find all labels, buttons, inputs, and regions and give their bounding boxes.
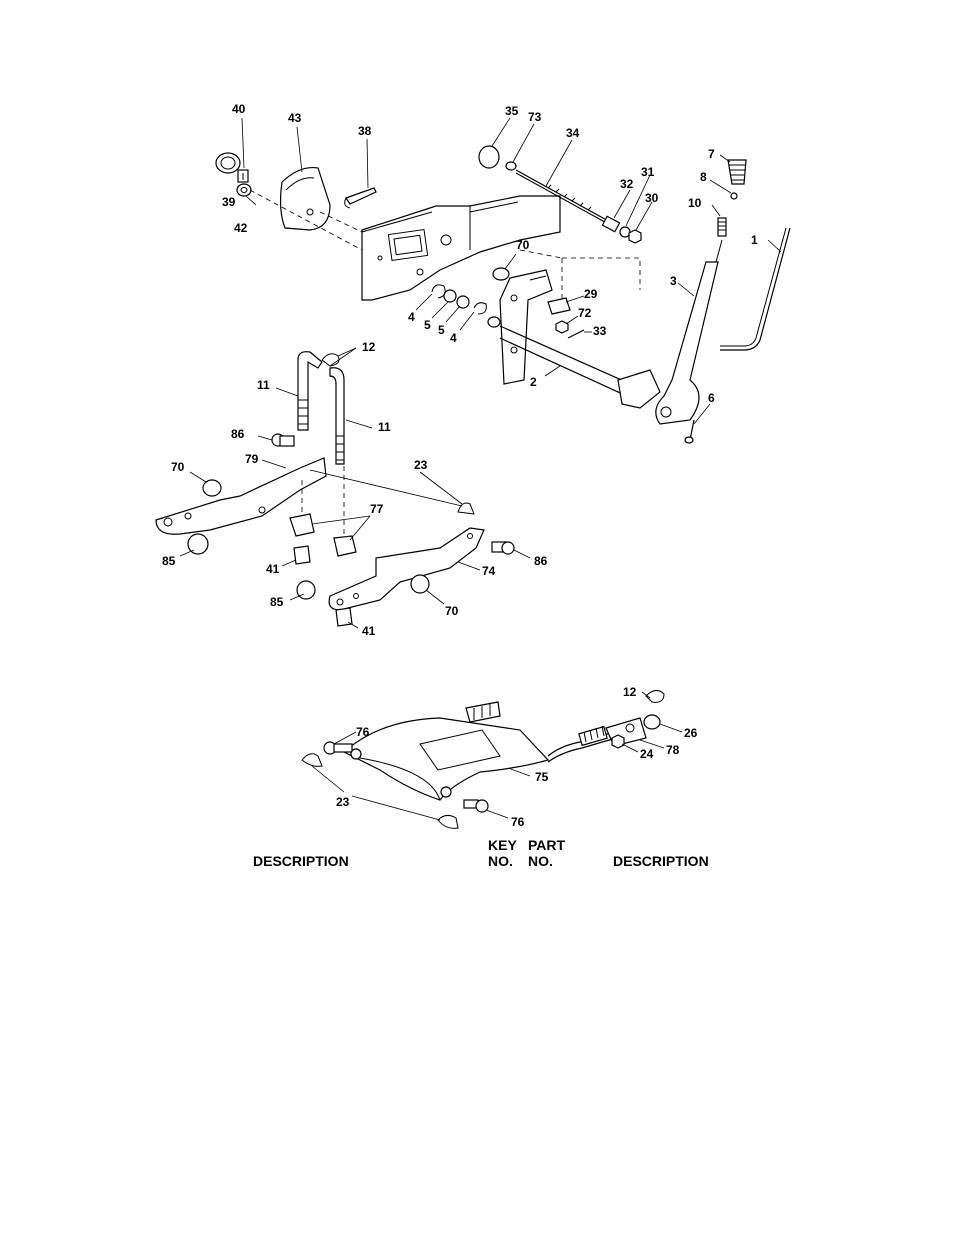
callout-2: 2 — [530, 375, 537, 389]
callout-77: 77 — [370, 502, 384, 516]
callout-41-left: 41 — [266, 562, 280, 576]
part-70-bushing-left — [203, 480, 221, 496]
callout-70-right: 70 — [445, 604, 459, 618]
part-77-swivel-b — [334, 536, 356, 556]
part-76-bolt-right — [464, 800, 488, 812]
callout-76-right: 76 — [511, 815, 525, 829]
callout-39: 39 — [222, 195, 236, 209]
callout-5-a: 5 — [424, 318, 431, 332]
part-72-nut — [556, 321, 568, 333]
part-24-nut — [612, 735, 624, 748]
part-38-pin — [346, 188, 376, 204]
part-70-bushing-upper — [493, 268, 509, 280]
part-85-knob-right — [297, 581, 315, 599]
callout-10: 10 — [688, 196, 702, 210]
header-left-description: DESCRIPTION — [253, 853, 349, 870]
callout-12-upper: 12 — [362, 340, 376, 354]
callout-23-upper: 23 — [414, 458, 428, 472]
callout-33: 33 — [593, 324, 607, 338]
callout-73: 73 — [528, 110, 542, 124]
callout-5-b: 5 — [438, 323, 445, 337]
callout-86-left: 86 — [231, 427, 245, 441]
callout-42: 42 — [234, 221, 248, 235]
part-86-bolt-right — [492, 542, 514, 554]
callout-4-b: 4 — [450, 331, 457, 345]
part-6-screw — [685, 420, 694, 443]
callout-31: 31 — [641, 165, 655, 179]
part-5-washer-b — [457, 296, 469, 308]
part-33-screw — [568, 330, 584, 338]
part-11-jbolt-a — [298, 352, 322, 430]
part-86-bolt-left — [272, 434, 294, 446]
part-23-clip-lower-a — [302, 754, 322, 767]
header-part: PART — [528, 837, 565, 854]
callout-76-left: 76 — [356, 725, 370, 739]
callout-29: 29 — [584, 287, 598, 301]
part-10-spring — [718, 218, 726, 236]
callout-40: 40 — [232, 102, 246, 116]
callout-85-left: 85 — [162, 554, 176, 568]
part-30-nut — [629, 230, 641, 243]
callout-3: 3 — [670, 274, 677, 288]
part-41-nut-left — [294, 546, 310, 564]
callout-70-left: 70 — [171, 460, 185, 474]
header-part-no: NO. — [528, 853, 553, 870]
callout-26: 26 — [684, 726, 698, 740]
callout-78: 78 — [666, 743, 680, 757]
callout-1: 1 — [751, 233, 758, 247]
part-23-clip-upper — [458, 503, 474, 514]
callout-34: 34 — [566, 126, 580, 140]
part-12-clip-lower — [646, 690, 664, 702]
part-23-clip-lower-b — [438, 815, 458, 828]
callout-41-right: 41 — [362, 624, 376, 638]
part-29-pivot — [548, 298, 570, 314]
part-4-clip-b — [474, 303, 486, 314]
callout-11-a: 11 — [257, 378, 270, 392]
callout-72: 72 — [578, 306, 592, 320]
callout-43: 43 — [288, 111, 302, 125]
callout-79: 79 — [245, 452, 259, 466]
callout-4-a: 4 — [408, 310, 415, 324]
part-26-pin — [644, 715, 660, 729]
part-11-jbolt-b — [330, 368, 344, 464]
header-right-description: DESCRIPTION — [613, 853, 709, 870]
callout-24: 24 — [640, 747, 654, 761]
callout-35: 35 — [505, 104, 519, 118]
callout-70-upper: 70 — [516, 238, 530, 252]
callout-7: 7 — [708, 147, 715, 161]
part-8-ball — [731, 193, 737, 199]
callout-85-right: 85 — [270, 595, 284, 609]
part-42-washer — [237, 184, 251, 196]
part-12-clip-upper — [322, 354, 339, 366]
callout-30: 30 — [645, 191, 659, 205]
part-76-bolt-left — [324, 742, 352, 754]
part-35-knob — [479, 146, 499, 168]
part-5-washer-a — [444, 290, 456, 302]
callout-32: 32 — [620, 177, 634, 191]
part-4-clip-a — [432, 285, 445, 298]
callout-23-lower: 23 — [336, 795, 350, 809]
part-43-cover — [281, 168, 330, 230]
header-key-no: NO. — [488, 853, 513, 870]
callout-74: 74 — [482, 564, 496, 578]
callout-12-lower: 12 — [623, 685, 637, 699]
callout-6: 6 — [708, 391, 715, 405]
callout-75: 75 — [535, 770, 549, 784]
part-77-swivel-a — [290, 514, 314, 536]
part-2-shaft-bracket — [500, 270, 552, 384]
part-73-washer — [506, 162, 516, 170]
callout-86-right: 86 — [534, 554, 548, 568]
callout-8: 8 — [700, 170, 707, 184]
callout-38: 38 — [358, 124, 372, 138]
header-key: KEY — [488, 837, 517, 854]
callout-11-b: 11 — [378, 420, 391, 434]
